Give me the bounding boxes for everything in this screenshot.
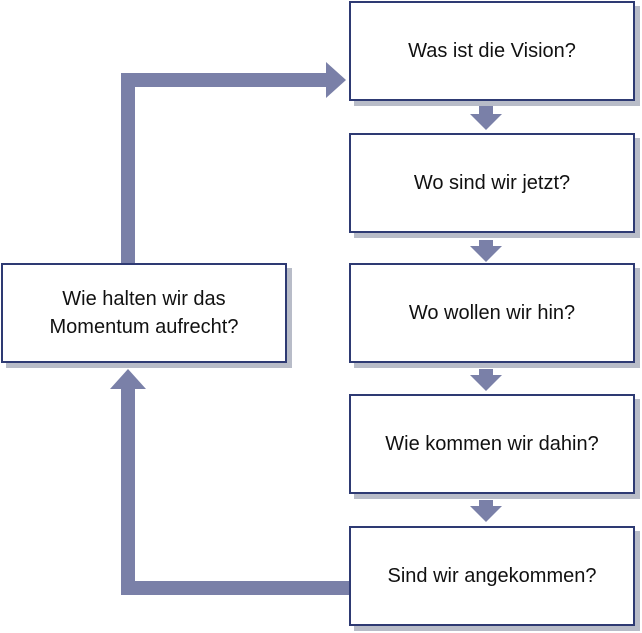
step-box-target: Wo wollen wir hin? (349, 263, 635, 363)
step-label: Wo sind wir jetzt? (413, 172, 571, 194)
step-box-path: Wie kommen wir dahin? (349, 394, 635, 494)
step-label: Sind wir angekommen? (387, 565, 597, 587)
step-box-vision: Was ist die Vision? (349, 1, 635, 101)
down-arrow-4 (470, 500, 502, 522)
arrow-into-vision (326, 62, 346, 98)
loop-box-momentum: Wie halten wir das Momentum aufrecht? (1, 263, 287, 363)
step-box-arrived: Sind wir angekommen? (349, 526, 635, 626)
step-label: Wo wollen wir hin? (408, 302, 576, 324)
loop-connector-return (121, 385, 350, 595)
step-label: Wie kommen wir dahin? (385, 433, 599, 455)
step-label: Was ist die Vision? (408, 40, 576, 62)
loop-connector-up (121, 73, 330, 265)
down-arrow-1 (470, 106, 502, 130)
loop-label: Wie halten wir das Momentum aufrecht? (49, 288, 239, 338)
step-box-now: Wo sind wir jetzt? (349, 133, 635, 233)
arrow-into-loop-box (110, 369, 146, 389)
down-arrow-3 (470, 369, 502, 391)
down-arrow-2 (470, 240, 502, 262)
